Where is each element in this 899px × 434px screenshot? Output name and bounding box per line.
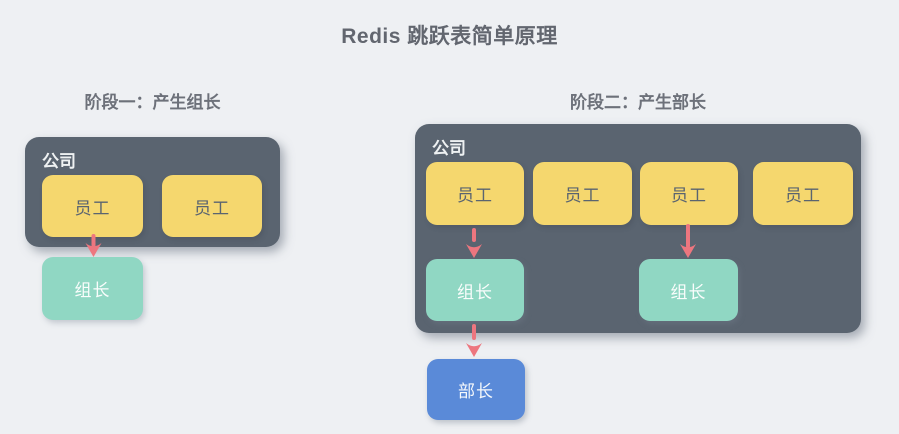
stage2-minister-box: 部长: [427, 359, 525, 420]
stage2-employee-box-2: 员工: [533, 162, 632, 225]
stage1-company-container: 公司 员工 员工: [25, 137, 280, 247]
stage2-label: 阶段二：产生部长: [570, 93, 706, 112]
stage2-leader-box-2: 组长: [639, 259, 738, 321]
stage1-company-label: 公司: [42, 152, 76, 171]
diagram-title: Redis 跳跃表简单原理: [341, 25, 558, 48]
stage1-label: 阶段一：产生组长: [84, 93, 221, 112]
stage1-employee-box-1: 员工: [42, 175, 143, 237]
stage1-employee-box-2: 员工: [162, 175, 262, 237]
stage2-company-label: 公司: [432, 139, 466, 158]
stage2-employee-box-4: 员工: [753, 162, 853, 225]
stage2-employee-box-1: 员工: [426, 162, 524, 225]
stage1-leader-box: 组长: [42, 257, 143, 320]
stage2-employee-box-3: 员工: [640, 162, 738, 225]
stage2-company-container: 公司 员工 员工 员工 员工 组长 组长: [415, 124, 861, 333]
stage2-leader-box-1: 组长: [426, 259, 524, 321]
